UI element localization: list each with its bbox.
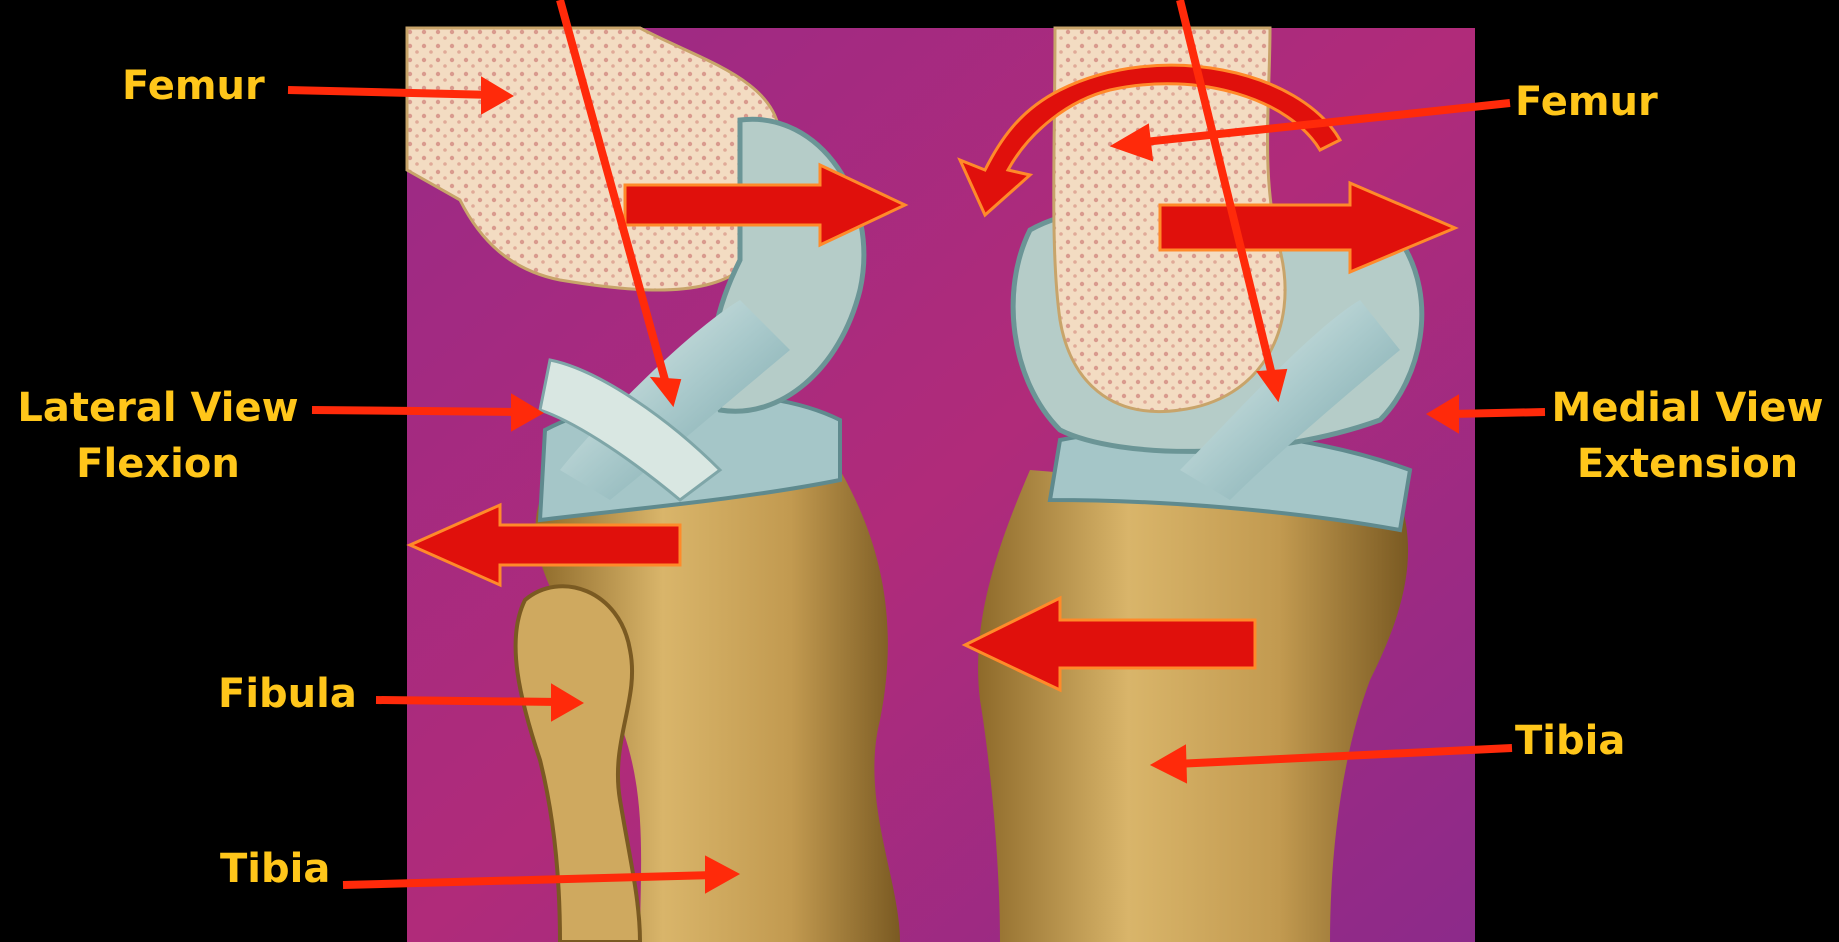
- fibula-pointer-line: [376, 700, 560, 702]
- tibia-left-label: Tibia: [220, 841, 330, 897]
- femur-right-label: Femur: [1515, 74, 1658, 130]
- lateral-view-pointer-line: [312, 410, 520, 412]
- lateral-view-label: Lateral View Flexion: [8, 380, 308, 492]
- lateral-view-label-line1: Lateral View: [8, 380, 308, 436]
- femur-left-pointer-line: [288, 90, 495, 95]
- medial-view-label-line1: Medial View: [1545, 380, 1830, 436]
- lateral-view-label-line2: Flexion: [8, 436, 308, 492]
- medial-view-pointer-line: [1450, 412, 1545, 414]
- femur-left-label: Femur: [122, 58, 265, 114]
- medial-view-label-line2: Extension: [1545, 436, 1830, 492]
- fibula-label: Fibula: [218, 666, 357, 722]
- tibia-right-label: Tibia: [1515, 713, 1625, 769]
- medial-view-label: Medial View Extension: [1545, 380, 1830, 492]
